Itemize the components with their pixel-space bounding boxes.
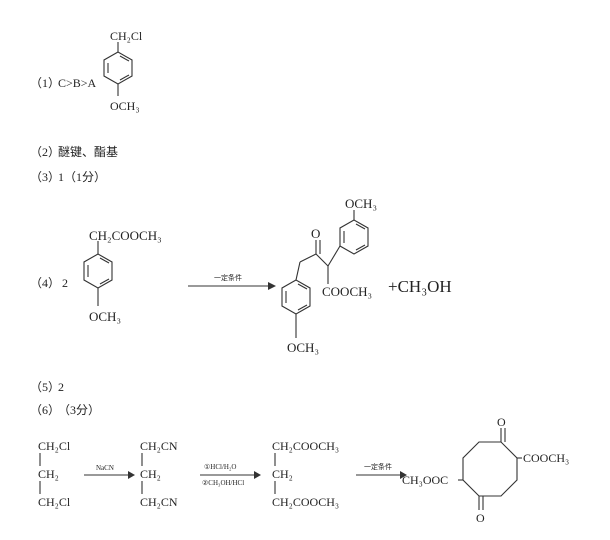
q6-diester: CH₂COOCH₃ CH₂ CH₂COOCH₃	[272, 439, 339, 509]
q6-arrow-2: ①HCl/H₂O ②CH₃OH/HCl	[200, 463, 261, 487]
q4-reaction-arrow: 一定条件	[188, 273, 276, 290]
q6-s3-top: CH₂COOCH₃	[272, 439, 339, 453]
q6-reagent-nacn: NaCN	[96, 464, 114, 472]
q4-product-top-och3: OCH₃	[345, 196, 377, 211]
q5-block: （5） 2	[30, 380, 64, 394]
q6-dichloropropane: CH₂Cl CH₂ CH₂Cl	[38, 439, 71, 509]
q3-block: （3） 1（1分）	[30, 170, 106, 184]
q5-label: （5）	[30, 380, 60, 394]
q6-condition: 一定条件	[364, 462, 392, 471]
q2-label: （2）	[30, 145, 60, 159]
q6-block: （6） （3分） CH₂Cl CH₂ CH₂Cl NaCN CH₂CN CH₂ …	[30, 403, 569, 525]
q4-product-structure: OCH₃ O COOCH₃ OCH₃	[281, 196, 377, 355]
q2-block: （2） 醚键、酯基	[30, 145, 118, 159]
q6-reagent-hydrolysis: ①HCl/H₂O	[204, 463, 236, 471]
q6-s1-top: CH₂Cl	[38, 439, 71, 453]
q4-product-ester: COOCH₃	[322, 284, 372, 299]
q1-label: （1）	[30, 76, 60, 90]
q4-coefficient: 2	[62, 276, 68, 290]
q6-s2-mid: CH₂	[140, 467, 161, 481]
q6-product-o-top: O	[497, 415, 506, 429]
q4-byproduct: +CH₃OH	[388, 277, 452, 296]
q4-product-carbonyl-o: O	[311, 226, 320, 241]
q3-answer: 1（1分）	[58, 170, 106, 184]
q6-cyclic-product: O COOCH₃ CH₃OOC O	[402, 415, 569, 525]
q3-label: （3）	[30, 170, 60, 184]
q4-label: （4）	[30, 276, 60, 290]
q1-benzyl-chloride-structure: CH₂Cl OCH₃	[103, 29, 143, 113]
q6-score: （3分）	[58, 403, 100, 417]
q1-ordering: C>B>A	[58, 76, 97, 90]
q6-s1-mid: CH₂	[38, 467, 59, 481]
q1-block: （1） C>B>A CH₂Cl OCH₃	[30, 29, 143, 113]
q6-label: （6）	[30, 403, 60, 417]
q4-reactant-och3: OCH₃	[89, 309, 121, 324]
q6-s1-bottom: CH₂Cl	[38, 495, 71, 509]
q6-product-ester-left: CH₃OOC	[402, 473, 448, 487]
q6-product-ester-right: COOCH₃	[523, 451, 569, 465]
q6-s3-bottom: CH₂COOCH₃	[272, 495, 339, 509]
q6-s2-top: CH₂CN	[140, 439, 178, 453]
q1-och3: OCH₃	[110, 99, 140, 113]
q6-product-o-bottom: O	[476, 511, 485, 525]
q6-dinitrile: CH₂CN CH₂ CH₂CN	[140, 439, 178, 509]
q5-answer: 2	[58, 380, 64, 394]
q4-block: （4） 2 CH₂COOCH₃ OCH₃ 一定条件 OCH₃	[30, 196, 452, 355]
q6-arrow-1: NaCN	[84, 464, 135, 479]
q1-ch2cl: CH₂Cl	[110, 29, 143, 43]
q4-product-bottom-och3: OCH₃	[287, 340, 319, 355]
q4-reactant-ester: CH₂COOCH₃	[89, 228, 162, 243]
q6-octagon-ring	[462, 441, 518, 497]
q6-s3-mid: CH₂	[272, 467, 293, 481]
q2-answer: 醚键、酯基	[58, 145, 118, 159]
q6-arrow-3: 一定条件	[356, 462, 407, 479]
q4-condition: 一定条件	[214, 273, 242, 282]
q4-product-upper-ring	[339, 219, 369, 255]
q6-reagent-esterification: ②CH₃OH/HCl	[202, 479, 244, 487]
q6-s2-bottom: CH₂CN	[140, 495, 178, 509]
q4-reactant-structure: CH₂COOCH₃ OCH₃	[83, 228, 162, 324]
